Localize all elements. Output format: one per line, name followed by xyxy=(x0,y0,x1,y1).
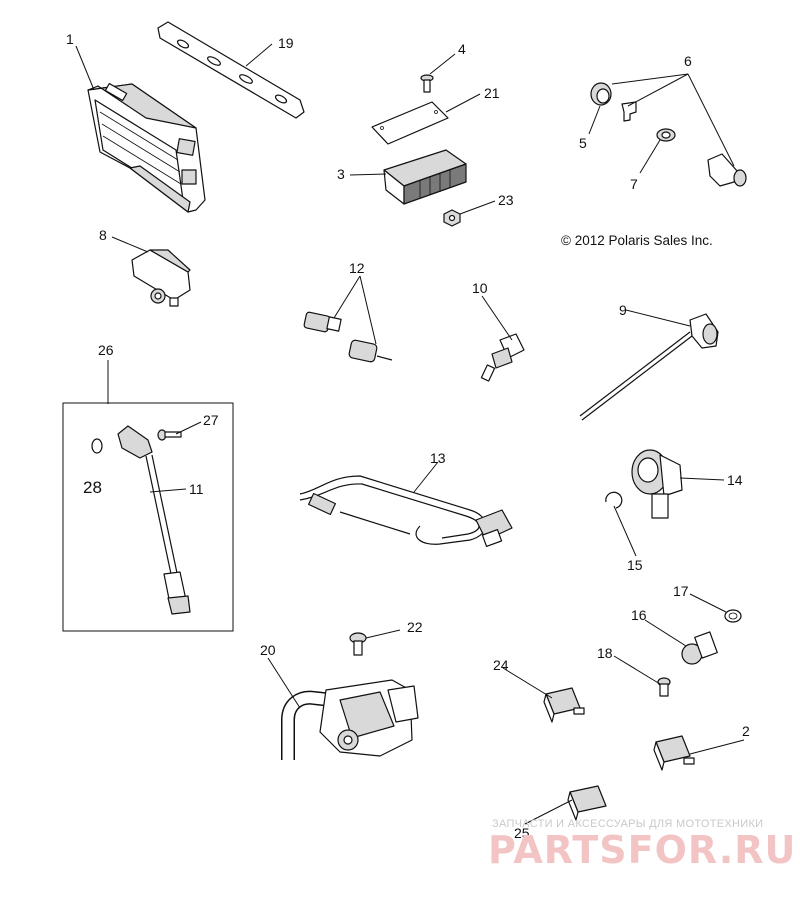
callout-18: 18 xyxy=(597,645,613,661)
leader-lines xyxy=(75,43,745,825)
callout-7: 7 xyxy=(630,176,638,192)
part-switch-6 xyxy=(707,153,747,187)
part-wire-harness xyxy=(299,475,513,547)
part-washer-7 xyxy=(656,128,676,142)
callout-24: 24 xyxy=(493,657,509,673)
callout-13: 13 xyxy=(430,450,446,466)
part-oring-17 xyxy=(724,609,742,623)
part-throttle-body xyxy=(281,679,419,760)
callout-26: 26 xyxy=(98,342,114,358)
part-bulbs xyxy=(303,311,393,363)
part-cover-plate xyxy=(371,101,449,145)
callout-6: 6 xyxy=(684,53,692,69)
part-ecu-module xyxy=(87,82,206,213)
part-sensor-16 xyxy=(681,631,718,665)
part-map-sensor xyxy=(131,249,191,307)
callout-15: 15 xyxy=(627,557,643,573)
callout-1: 1 xyxy=(66,31,74,47)
part-switch-25 xyxy=(567,785,607,821)
callout-9: 9 xyxy=(619,302,627,318)
part-speed-sensor xyxy=(579,313,719,421)
callout-10: 10 xyxy=(472,280,488,296)
part-tab-terminal xyxy=(621,101,637,122)
callout-3: 3 xyxy=(337,166,345,182)
watermark-logo: PARTSFOR.RU xyxy=(488,828,797,872)
part-nut-23 xyxy=(443,209,461,227)
part-bolt-22 xyxy=(349,632,367,656)
callout-28: 28 xyxy=(83,478,102,497)
part-bracket-strip xyxy=(157,21,305,119)
part-bolt-18 xyxy=(657,677,671,697)
part-switch-2 xyxy=(653,735,695,771)
part-screw-4 xyxy=(420,74,434,93)
watermark-caption: ЗАПЧАСТИ И АКСЕССУАРЫ ДЛЯ МОТОТЕХНИКИ xyxy=(492,818,764,830)
part-screw-27 xyxy=(157,429,182,441)
callout-25: 25 xyxy=(514,825,530,841)
callout-labels: 1 19 4 21 3 23 6 5 7 8 12 10 9 26 27 28 … xyxy=(66,31,750,841)
callout-21: 21 xyxy=(484,85,500,101)
callout-14: 14 xyxy=(727,472,743,488)
part-oring-28 xyxy=(91,438,103,454)
part-switch-24 xyxy=(543,687,585,723)
part-grommet-5 xyxy=(590,82,612,106)
callout-16: 16 xyxy=(631,607,647,623)
callout-22: 22 xyxy=(407,619,423,635)
part-relay-box xyxy=(383,149,467,205)
callout-2: 2 xyxy=(742,723,750,739)
callout-5: 5 xyxy=(579,135,587,151)
callout-11: 11 xyxy=(189,481,204,497)
copyright-text: © 2012 Polaris Sales Inc. xyxy=(561,233,713,248)
part-clip-15 xyxy=(605,491,623,509)
callout-12: 12 xyxy=(349,260,365,276)
part-temp-sensor xyxy=(480,333,525,382)
callout-4: 4 xyxy=(458,41,466,57)
callout-17: 17 xyxy=(673,583,689,599)
part-knock-sensor xyxy=(631,449,683,519)
callout-20: 20 xyxy=(260,642,276,658)
callout-8: 8 xyxy=(99,227,107,243)
callout-27: 27 xyxy=(203,412,219,428)
callout-23: 23 xyxy=(498,192,514,208)
kit-26-frame xyxy=(62,402,234,632)
callout-19: 19 xyxy=(278,35,294,51)
part-sensor-lead xyxy=(117,425,191,615)
